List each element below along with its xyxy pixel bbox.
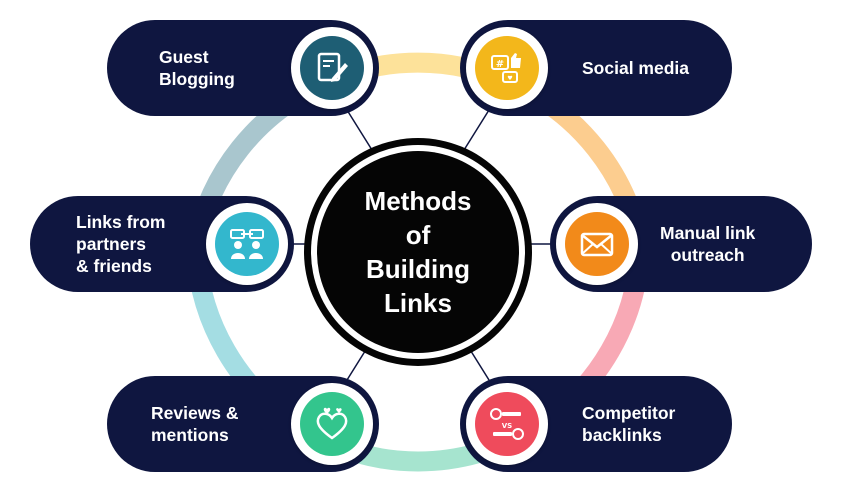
center-line-1: Methods: [364, 186, 472, 216]
manual-outreach-label: Manual link outreach: [660, 196, 755, 292]
reviews-line-2: mentions: [151, 425, 229, 445]
spoke-guest-blogging: [346, 109, 373, 151]
versus-icon: VS: [475, 392, 539, 456]
center-line-3: Building: [366, 254, 470, 284]
reviews-icon-badge: [291, 383, 373, 465]
center-hub: Methods of Building Links: [304, 138, 532, 366]
reviews-line-1: Reviews &: [151, 403, 239, 423]
links-partners-line-1: Links from: [76, 212, 166, 232]
center-line-4: Links: [384, 288, 452, 318]
blog-writing-icon: [300, 36, 364, 100]
manual-outreach-icon-badge: [556, 203, 638, 285]
method-manual-outreach: Manual link outreach: [550, 196, 812, 292]
guest-blogging-label: Guest Blogging: [159, 20, 235, 116]
links-partners-label: Links from partners & friends: [76, 196, 165, 292]
reviews-label: Reviews & mentions: [151, 376, 239, 472]
guest-blogging-icon-badge: [291, 27, 373, 109]
competitor-label: Competitor backlinks: [582, 376, 675, 472]
social-media-line-1: Social media: [582, 58, 689, 78]
versus-text: VS: [502, 422, 512, 430]
spoke-social-media: [463, 109, 490, 151]
links-partners-line-2: partners: [76, 234, 147, 254]
links-partners-icon-badge: [206, 203, 288, 285]
method-guest-blogging: Guest Blogging: [107, 20, 379, 116]
manual-outreach-line-1: Manual link: [660, 223, 756, 243]
center-hub-ring: Methods of Building Links: [311, 145, 525, 359]
competitor-icon-badge: VS: [466, 383, 548, 465]
method-competitor: VS Competitor backlinks: [460, 376, 732, 472]
envelope-icon: [565, 212, 629, 276]
method-links-partners: Links from partners & friends: [30, 196, 294, 292]
social-media-icon-badge: #: [466, 27, 548, 109]
guest-blogging-line-2: Blogging: [159, 69, 235, 89]
method-reviews: Reviews & mentions: [107, 376, 379, 472]
social-media-label: Social media: [582, 20, 689, 116]
social-media-icon: #: [475, 36, 539, 100]
links-partners-line-3: & friends: [76, 256, 152, 276]
competitor-line-2: backlinks: [582, 425, 662, 445]
svg-text:#: #: [496, 59, 504, 70]
partners-icon: [215, 212, 279, 276]
center-line-2: of: [405, 220, 431, 250]
center-title: Methods of Building Links: [317, 151, 519, 353]
competitor-line-1: Competitor: [582, 403, 676, 423]
manual-outreach-line-2: outreach: [670, 245, 745, 265]
guest-blogging-line-1: Guest: [159, 47, 209, 67]
heart-icon: [300, 392, 364, 456]
method-social-media: # Social media: [460, 20, 732, 116]
